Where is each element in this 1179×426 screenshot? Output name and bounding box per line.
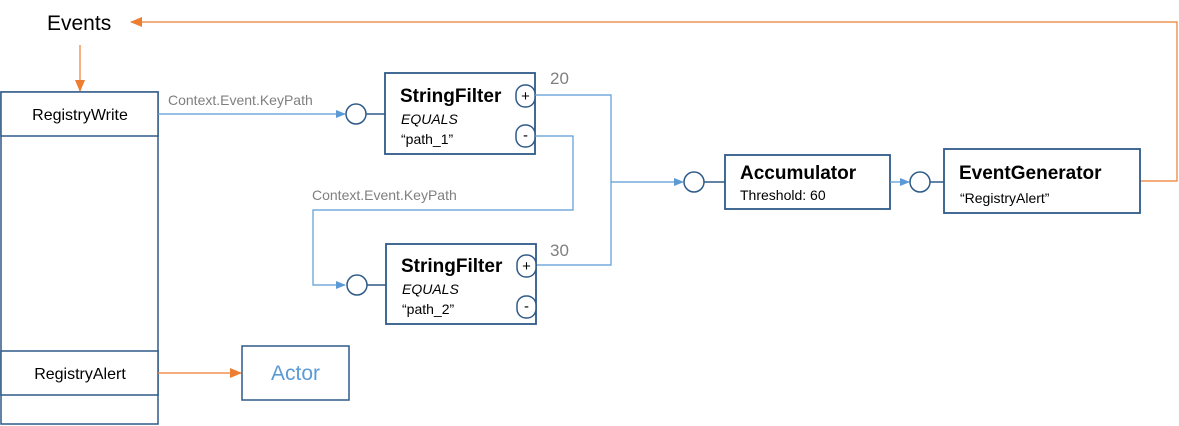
- node-title: EventGenerator: [959, 163, 1102, 184]
- edge-filter2-plus: [535, 182, 612, 266]
- feedback-arrow: [130, 17, 1178, 182]
- edge-label-keypath-2: Context.Event.KeyPath: [312, 187, 457, 203]
- input-port-accumulator: [683, 171, 705, 193]
- input-port-generator: [909, 171, 931, 193]
- edge-weight-20: 20: [550, 69, 569, 88]
- minus-port-label: -: [524, 298, 529, 315]
- string-filter-node-1[interactable]: StringFilter EQUALS “path_1” + -: [384, 72, 536, 155]
- edge-filter1-plus: [535, 94, 612, 182]
- plus-port-label: +: [522, 258, 531, 275]
- table-row-registrywrite[interactable]: [0, 91, 159, 137]
- minus-port-label: -: [523, 127, 528, 144]
- event-table: RegistryWrite RegistryAlert: [0, 91, 159, 425]
- plus-port-icon: [516, 254, 537, 278]
- string-filter-node-2[interactable]: StringFilter EQUALS “path_2” + -: [385, 243, 537, 325]
- plus-port-label: +: [521, 88, 530, 105]
- events-label: Events: [47, 12, 111, 35]
- minus-port-icon: [516, 295, 537, 319]
- node-operator: EQUALS: [402, 281, 459, 297]
- plus-port-icon: [515, 84, 536, 108]
- edge-weight-30: 30: [550, 241, 569, 260]
- node-value: “path_2”: [402, 301, 454, 317]
- node-title: Accumulator: [740, 163, 857, 184]
- node-operator: EQUALS: [401, 111, 458, 127]
- input-port-filter2: [346, 274, 368, 296]
- actor-node[interactable]: Actor: [241, 345, 350, 401]
- edge-label-keypath-1: Context.Event.KeyPath: [168, 92, 313, 108]
- table-row-label: RegistryWrite: [32, 107, 128, 124]
- edge-filter1-minus-to-filter2: [312, 135, 574, 289]
- actor-label: Actor: [271, 362, 320, 385]
- node-threshold: Threshold: 60: [740, 187, 826, 203]
- node-title: StringFilter: [401, 256, 503, 277]
- event-generator-node[interactable]: EventGenerator “RegistryAlert”: [943, 148, 1141, 214]
- node-event-name: “RegistryAlert”: [960, 190, 1050, 206]
- node-value: “path_1”: [401, 131, 453, 147]
- node-title: StringFilter: [400, 86, 502, 107]
- input-port-filter1: [345, 103, 367, 125]
- table-row-registryalert[interactable]: [0, 350, 159, 396]
- table-row-label: RegistryAlert: [34, 366, 126, 383]
- accumulator-node[interactable]: Accumulator Threshold: 60: [724, 154, 891, 210]
